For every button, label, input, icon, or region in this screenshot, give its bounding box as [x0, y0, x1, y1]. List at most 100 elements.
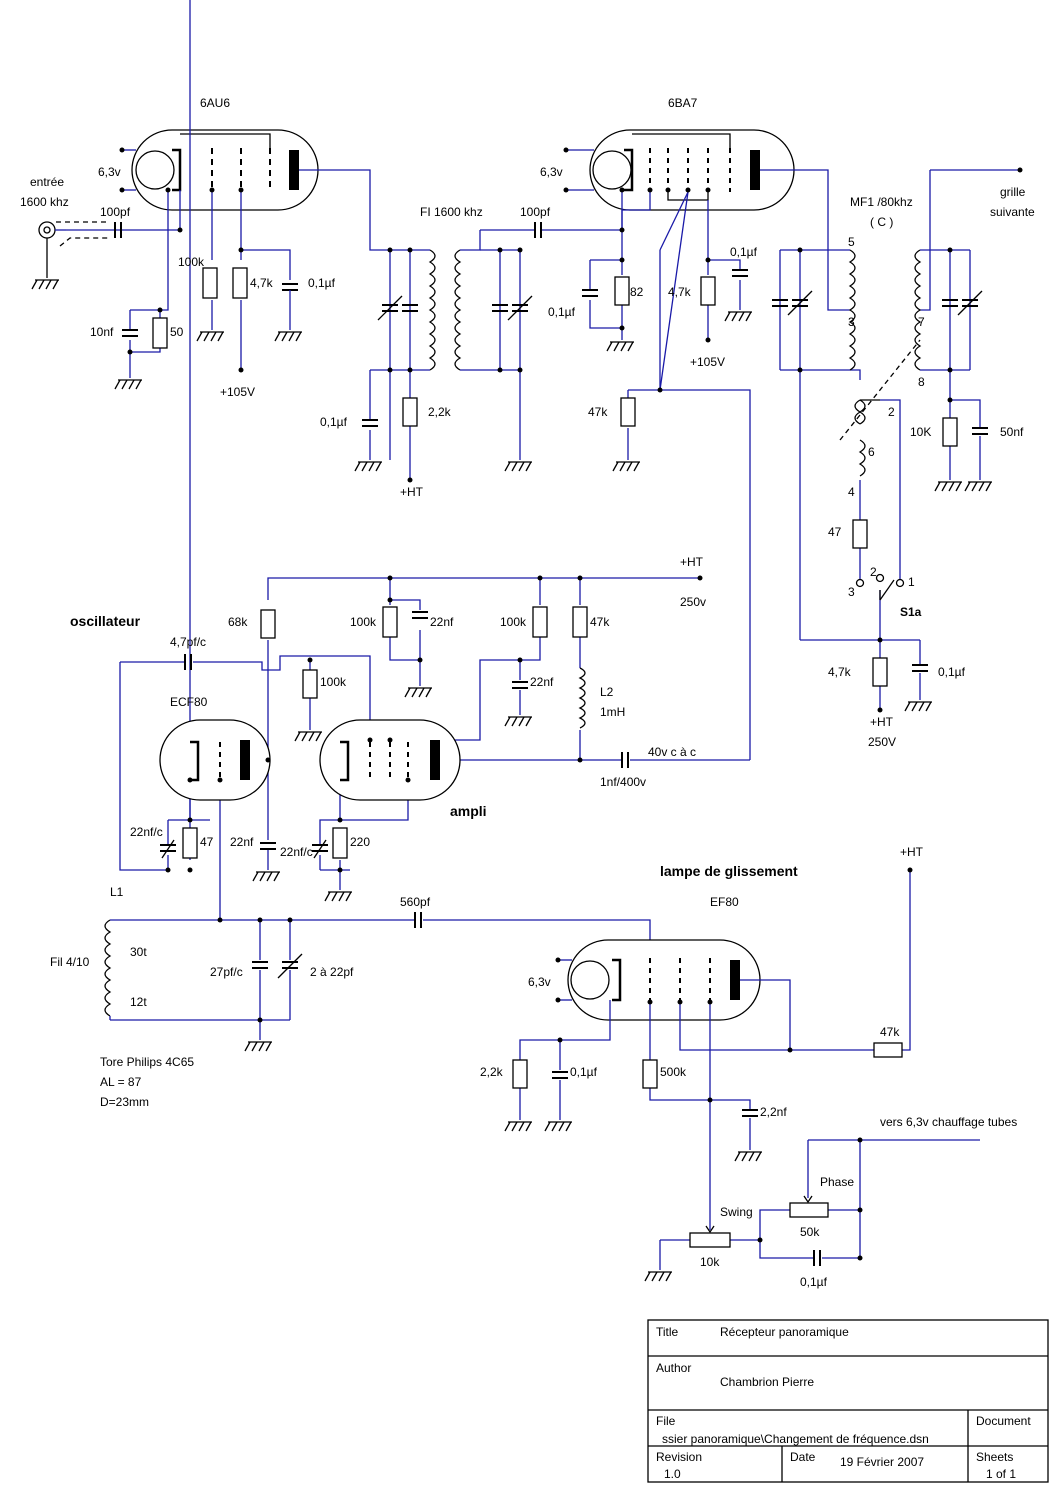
label-entree: entrée: [30, 175, 64, 189]
label-ht-c: +HT: [680, 555, 704, 569]
label-swing: Swing: [720, 1205, 753, 1219]
tube-6au6: [131, 129, 319, 211]
label-01-c: 0,1µf: [548, 305, 576, 319]
label-ht-a: +HT: [400, 485, 424, 499]
label-22nfc-b: 22nf/c: [280, 845, 313, 859]
label-suivante: suivante: [990, 205, 1035, 219]
label-pin4: 4: [848, 485, 855, 499]
label-fil: Fil 4/10: [50, 955, 90, 969]
label-01-b: 0,1µf: [320, 415, 348, 429]
label-40v: 40v c à c: [648, 745, 696, 759]
label-fi: FI 1600 khz: [420, 205, 483, 219]
label-105v-b: +105V: [690, 355, 725, 369]
label-c-in: 100pf: [100, 205, 131, 219]
tube-ecf80-pentode: [319, 719, 461, 801]
label-100k-a: 100k: [178, 255, 205, 269]
label-10nf: 10nf: [90, 325, 114, 339]
label-47-b: 47: [200, 835, 214, 849]
label-ecf80: ECF80: [170, 695, 208, 709]
label-01-a: 0,1µf: [308, 276, 336, 290]
label-50nf: 50nf: [1000, 425, 1024, 439]
label-sw3: 3: [848, 585, 855, 599]
label-ht-b: +HT: [870, 715, 894, 729]
label-68k: 68k: [228, 615, 248, 629]
label-01-d: 0,1µf: [730, 245, 758, 259]
tube-ef80: [567, 939, 761, 1021]
label-pin6: 6: [868, 445, 875, 459]
label-12t: 12t: [130, 995, 147, 1009]
tb-author-label: Author: [656, 1361, 691, 1375]
tb-date-label: Date: [790, 1450, 816, 1464]
label-27pf: 27pf/c: [210, 965, 243, 979]
label-sw1: 1: [908, 575, 915, 589]
label-10k: 10k: [700, 1255, 720, 1269]
tb-file-value: ssier panoramique\Changement de fréquenc…: [662, 1432, 929, 1446]
label-r82: 82: [630, 285, 644, 299]
label-22nf-a: 22nf: [430, 615, 454, 629]
label-6au6: 6AU6: [200, 96, 230, 110]
tube-ecf80-triode: [159, 719, 271, 801]
label-l1: L1: [110, 885, 124, 899]
label-47pf: 4,7pf/c: [170, 635, 206, 649]
label-heater-2: 6,3v: [540, 165, 563, 179]
label-100k-b: 100k: [320, 675, 347, 689]
label-250v-a: 250v: [680, 595, 706, 609]
label-22nf-d: 2,2nf: [760, 1105, 787, 1119]
label-10K: 10K: [910, 425, 931, 439]
label-s1a: S1a: [900, 605, 922, 619]
label-47k-a: 4,7k: [250, 276, 274, 290]
label-250v-b: 250V: [868, 735, 896, 749]
label-1mh: 1mH: [600, 705, 625, 719]
label-47k-b: 4,7k: [668, 285, 692, 299]
label-560pf: 560pf: [400, 895, 431, 909]
label-22k-b: 2,2k: [480, 1065, 504, 1079]
label-heater-3: 6,3v: [528, 975, 551, 989]
tb-sheets-value: 1 of 1: [986, 1467, 1016, 1481]
label-r50: 50: [170, 325, 184, 339]
label-30t: 30t: [130, 945, 147, 959]
label-mf1-c: ( C ): [870, 215, 893, 229]
label-dia: D=23mm: [100, 1095, 149, 1109]
label-lampe: lampe de glissement: [660, 863, 798, 879]
label-01-g: 0,1µf: [800, 1275, 828, 1289]
label-oscillateur: oscillateur: [70, 613, 141, 629]
tb-revision-value: 1.0: [664, 1467, 681, 1481]
label-r220: 220: [350, 835, 370, 849]
label-r47: 47: [828, 525, 842, 539]
label-pin2: 2: [888, 405, 895, 419]
label-pin3: 3: [848, 315, 855, 329]
tb-title-label: Title: [656, 1325, 679, 1339]
label-2a22: 2 à 22pf: [310, 965, 354, 979]
label-01-f: 0,1µf: [570, 1065, 598, 1079]
label-l2: L2: [600, 685, 614, 699]
label-grille: grille: [1000, 185, 1026, 199]
label-22nfc-a: 22nf/c: [130, 825, 163, 839]
tb-revision-label: Revision: [656, 1450, 702, 1464]
tb-title-value: Récepteur panoramique: [720, 1325, 849, 1339]
label-1600khz: 1600 khz: [20, 195, 69, 209]
tb-sheets-label: Sheets: [976, 1450, 1013, 1464]
label-47k-c: 47k: [588, 405, 608, 419]
tb-date-value: 19 Février 2007: [840, 1455, 924, 1469]
tb-author-value: Chambrion Pierre: [720, 1375, 814, 1389]
label-phase: Phase: [820, 1175, 854, 1189]
label-47k-e: 47k: [590, 615, 610, 629]
label-sw2: 2: [870, 565, 877, 579]
label-pin5: 5: [848, 235, 855, 249]
label-heater-1: 6,3v: [98, 165, 121, 179]
label-100k-c: 100k: [350, 615, 377, 629]
label-47k-d: 4,7k: [828, 665, 852, 679]
label-ht-d: +HT: [900, 845, 924, 859]
tb-file-label: File: [656, 1414, 676, 1428]
label-pin8: 8: [918, 375, 925, 389]
label-ef80: EF80: [710, 895, 739, 909]
label-01-e: 0,1µf: [938, 665, 966, 679]
label-105v-a: +105V: [220, 385, 255, 399]
title-block: Title Récepteur panoramique Author Chamb…: [647, 1319, 1049, 1483]
label-tore: Tore Philips 4C65: [100, 1055, 194, 1069]
label-100k-d: 100k: [500, 615, 527, 629]
label-100pf-b: 100pf: [520, 205, 551, 219]
tube-6ba7: [589, 129, 795, 211]
label-al: AL = 87: [100, 1075, 142, 1089]
